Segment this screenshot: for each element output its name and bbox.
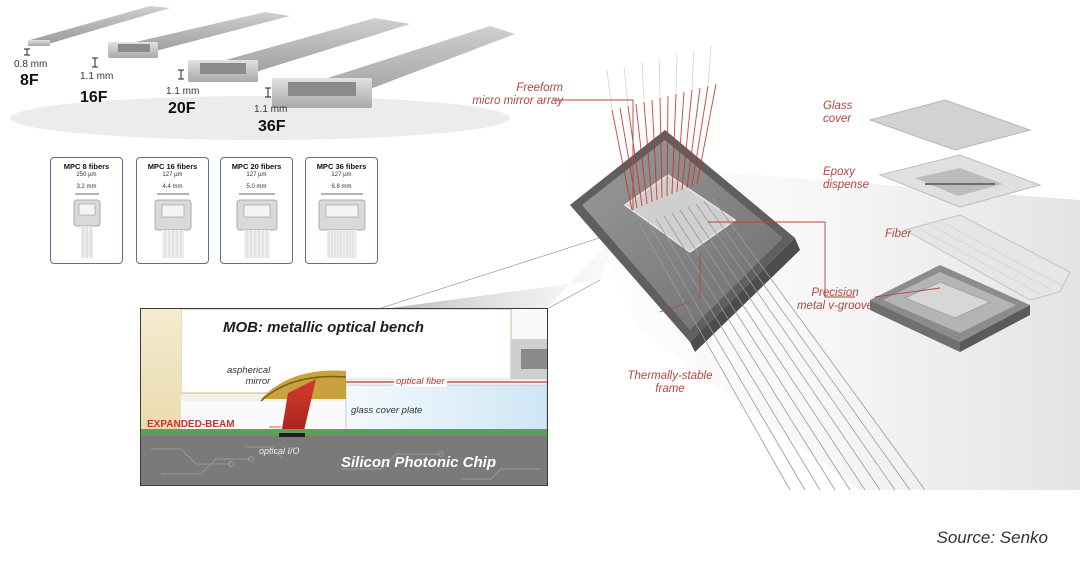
connector-label: 36F [258,118,286,135]
optical-fiber-label: optical fiber [394,376,447,387]
mpc-card-pitch: 127 µm [331,172,352,178]
connector-strips-illustration [10,6,515,140]
callout-fiber: Fiber [885,228,912,240]
optical-io-label: optical I/O [259,446,300,456]
mob-title: MOB: metallic optical bench [223,319,424,336]
mpc-card-width: 6.8 mm [331,184,352,190]
mpc-ferrule-icon [154,193,192,258]
callout-line: Thermally-stable [627,370,713,382]
connector-thickness: 1.1 mm [254,104,288,115]
connector-label: 16F [80,89,108,106]
callout-line: frame [655,383,685,395]
source-caption: Source: Senko [936,528,1048,547]
mpc-card: MPC 16 fibers 127 µm 4.4 mm [136,157,209,264]
mpc-ferrule-icon [73,193,101,258]
callout-glass-cover: Glass cover [823,100,852,126]
connector-thickness: 1.1 mm [166,86,200,97]
silicon-photonic-chip-label: Silicon Photonic Chip [341,454,496,471]
glass-cover-plate-label: glass cover plate [351,405,423,416]
callout-line: Freeform [516,82,563,94]
callout-line: cover [823,113,852,125]
connector-label: 8F [20,72,39,89]
mpc-card-pitch: 250 µm [76,172,97,178]
mpc-card-width: 3.2 mm [76,184,97,190]
mpc-card-width: 5.0 mm [246,184,267,190]
callout-freeform-mirror: Freeform micro mirror array [455,82,563,108]
mpc-card-title: MPC 8 fibers [63,162,110,171]
mpc-ferrule-icon [236,193,278,258]
mpc-card-title: MPC 16 fibers [147,162,198,171]
callout-epoxy: Epoxy dispense [823,166,869,192]
callout-line: dispense [823,179,870,191]
mpc-card: MPC 20 fibers 127 µm 5.0 mm [220,157,293,264]
mpc-card-width: 4.4 mm [162,184,183,190]
connector-label: 20F [168,100,196,117]
mpc-card-title: MPC 20 fibers [231,162,282,171]
mpc-card: MPC 8 fibers 250 µm 3.2 mm [50,157,123,264]
callout-line: metal v-groove [796,300,874,312]
mob-cross-section-drawing [141,309,547,485]
aspherical-mirror-label: aspherical mirror [227,365,270,387]
expanded-beam-label: EXPANDED-BEAM [147,419,235,430]
label-line: mirror [245,376,271,387]
mpc-card-title: MPC 36 fibers [316,162,367,171]
callout-v-groove: Precision metal v-groove [790,287,880,313]
callout-thermal-frame: Thermally-stable frame [615,370,725,396]
mpc-card: MPC 36 fibers 127 µm 6.8 mm [305,157,378,264]
callout-line: Epoxy [823,166,855,178]
mpc-ferrule-icon [318,193,366,258]
connector-thickness: 0.8 mm [14,59,48,70]
mpc-card-pitch: 127 µm [162,172,183,178]
connector-thickness: 1.1 mm [80,71,114,82]
label-line: aspherical [227,365,271,376]
connector-lineup: 0.8 mm 8F 1.1 mm 16F 1.1 mm 20F 1.1 mm 3… [0,0,520,145]
mpc-card-pitch: 127 µm [246,172,267,178]
callout-line: Glass [823,100,853,112]
callout-line: micro mirror array [472,95,563,107]
mob-cross-section-inset: MOB: metallic optical bench aspherical m… [140,308,548,486]
callout-line: Precision [811,287,859,299]
